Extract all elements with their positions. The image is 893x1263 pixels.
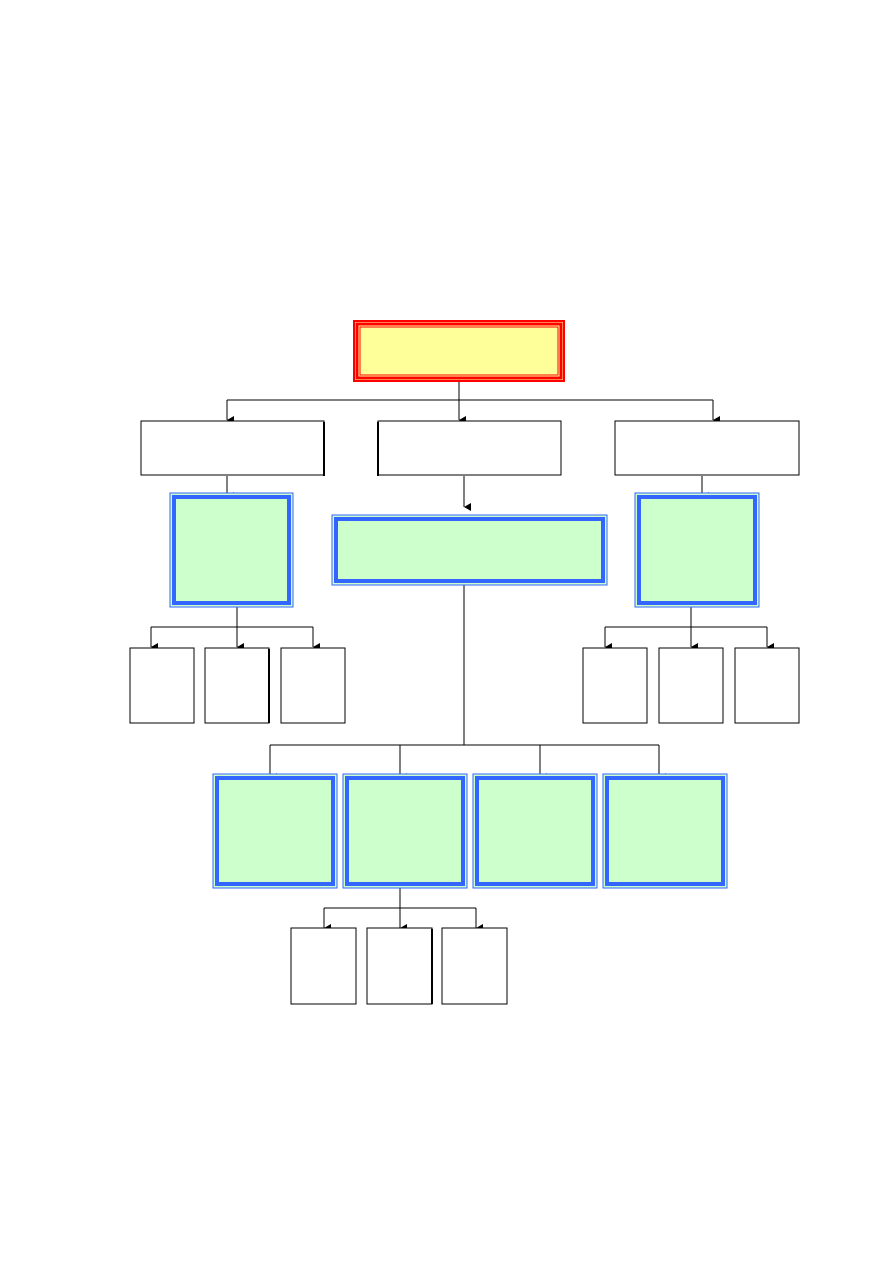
connectors [150,381,774,932]
bottom-green-box-3 [472,773,598,889]
root-box [353,320,565,382]
level1-box-left [140,420,325,476]
level1-box-center [377,420,562,476]
bottom-leaf-2 [366,927,433,1005]
bottom-leaf-1 [290,927,357,1005]
left-leaf-1 [129,647,195,724]
green-box-left [169,492,294,608]
level1-box-right [614,420,800,476]
right-leaf-2 [658,647,724,724]
left-leaf-2 [204,647,270,724]
green-box-center [331,514,608,586]
green-box-right [634,492,760,608]
left-leaf-3 [280,647,346,724]
right-leaf-1 [582,647,648,724]
bottom-green-box-1 [212,773,338,889]
bottom-green-box-2 [342,773,468,889]
bottom-leaf-3 [441,927,508,1005]
right-leaf-3 [734,647,800,724]
bottom-green-box-4 [602,773,728,889]
